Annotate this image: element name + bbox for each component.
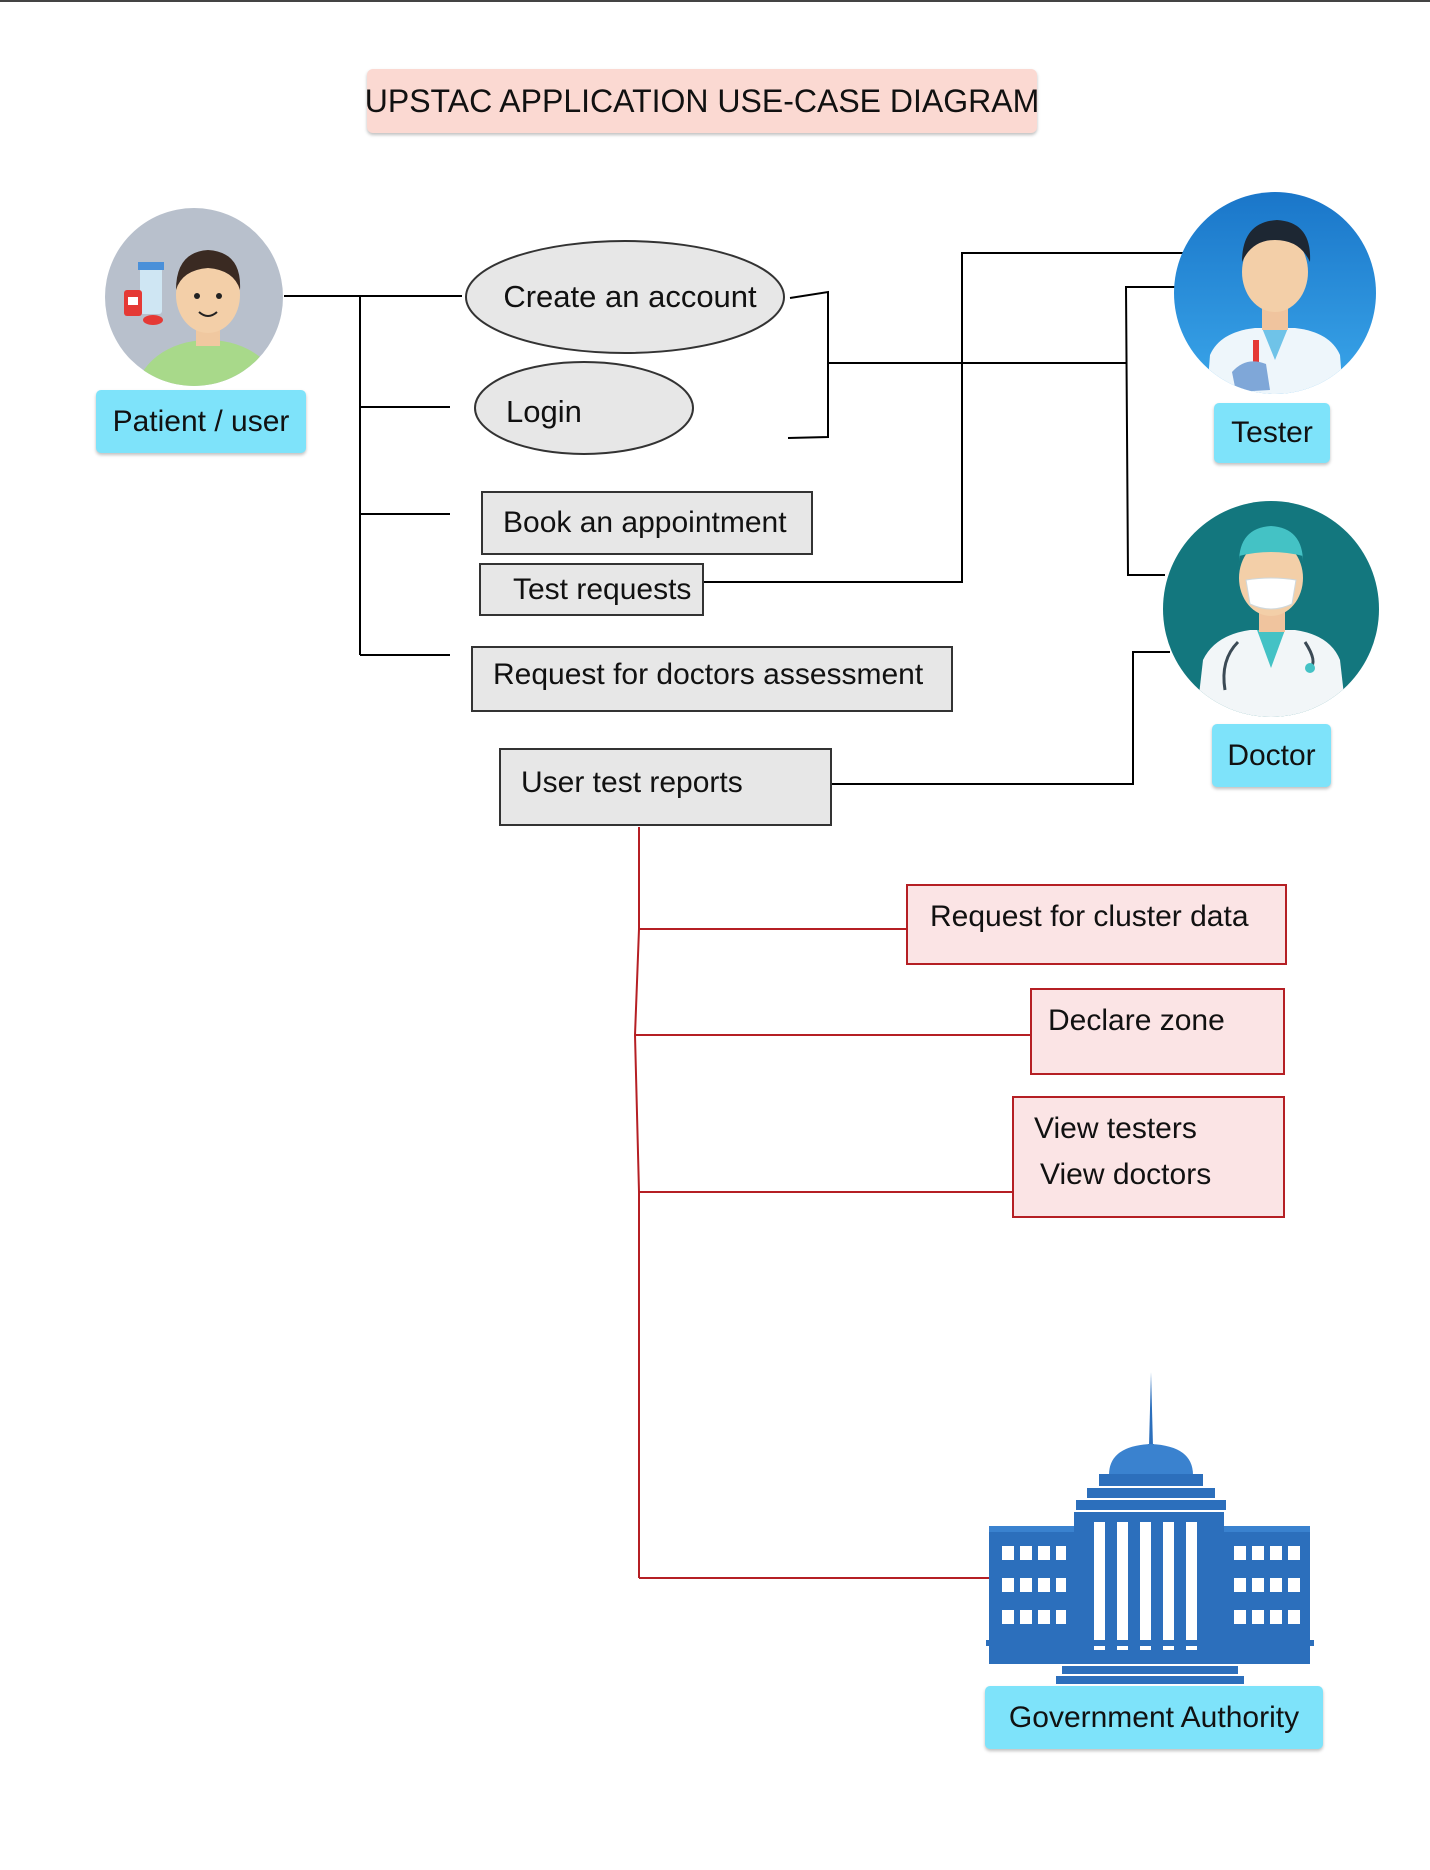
doctor-avatar-icon [1163, 501, 1379, 717]
actor-label-doctor: Doctor [1212, 724, 1331, 787]
actor-label-government: Government Authority [985, 1686, 1323, 1749]
tester-avatar-icon [1174, 192, 1376, 394]
patient-connectors [284, 295, 462, 656]
authority-trunk [633, 827, 640, 1578]
tester-doctor-trunk [1124, 286, 1188, 576]
test-reports-link [832, 651, 1170, 785]
use-case-create-account[interactable]: Create an account [503, 279, 757, 314]
diagram-title: UPSTAC APPLICATION USE-CASE DIAGRAM [365, 69, 1039, 133]
view-list: View testers View doctors [1034, 1112, 1211, 1192]
actor-label-tester: Tester [1214, 403, 1330, 463]
use-case-declare-zone[interactable]: Declare zone [1030, 988, 1285, 1075]
use-case-view-testers[interactable]: View testers [1034, 1112, 1197, 1145]
auth-bracket [787, 290, 829, 439]
use-case-view-testers-doctors[interactable]: View testers View doctors [1012, 1096, 1285, 1218]
test-requests-link [700, 252, 1188, 583]
login-ellipse[interactable] [474, 361, 694, 455]
authority-connectors [633, 827, 1030, 1579]
use-case-test-requests[interactable]: Test requests [479, 563, 704, 616]
patient-avatar-icon [105, 208, 283, 386]
use-case-cluster-data[interactable]: Request for cluster data [906, 884, 1287, 965]
government-building-icon [986, 1372, 1314, 1684]
use-case-login[interactable]: Login [506, 394, 582, 429]
use-case-book-appointment[interactable]: Book an appointment [481, 491, 813, 555]
create-account-ellipse[interactable] [465, 240, 785, 354]
use-case-view-doctors[interactable]: View doctors [1040, 1158, 1212, 1191]
tester-connectors [700, 252, 1188, 785]
actor-label-patient: Patient / user [96, 390, 306, 453]
use-case-doctors-assessment[interactable]: Request for doctors assessment [471, 646, 953, 712]
use-case-user-test-reports[interactable]: User test reports [499, 748, 832, 826]
